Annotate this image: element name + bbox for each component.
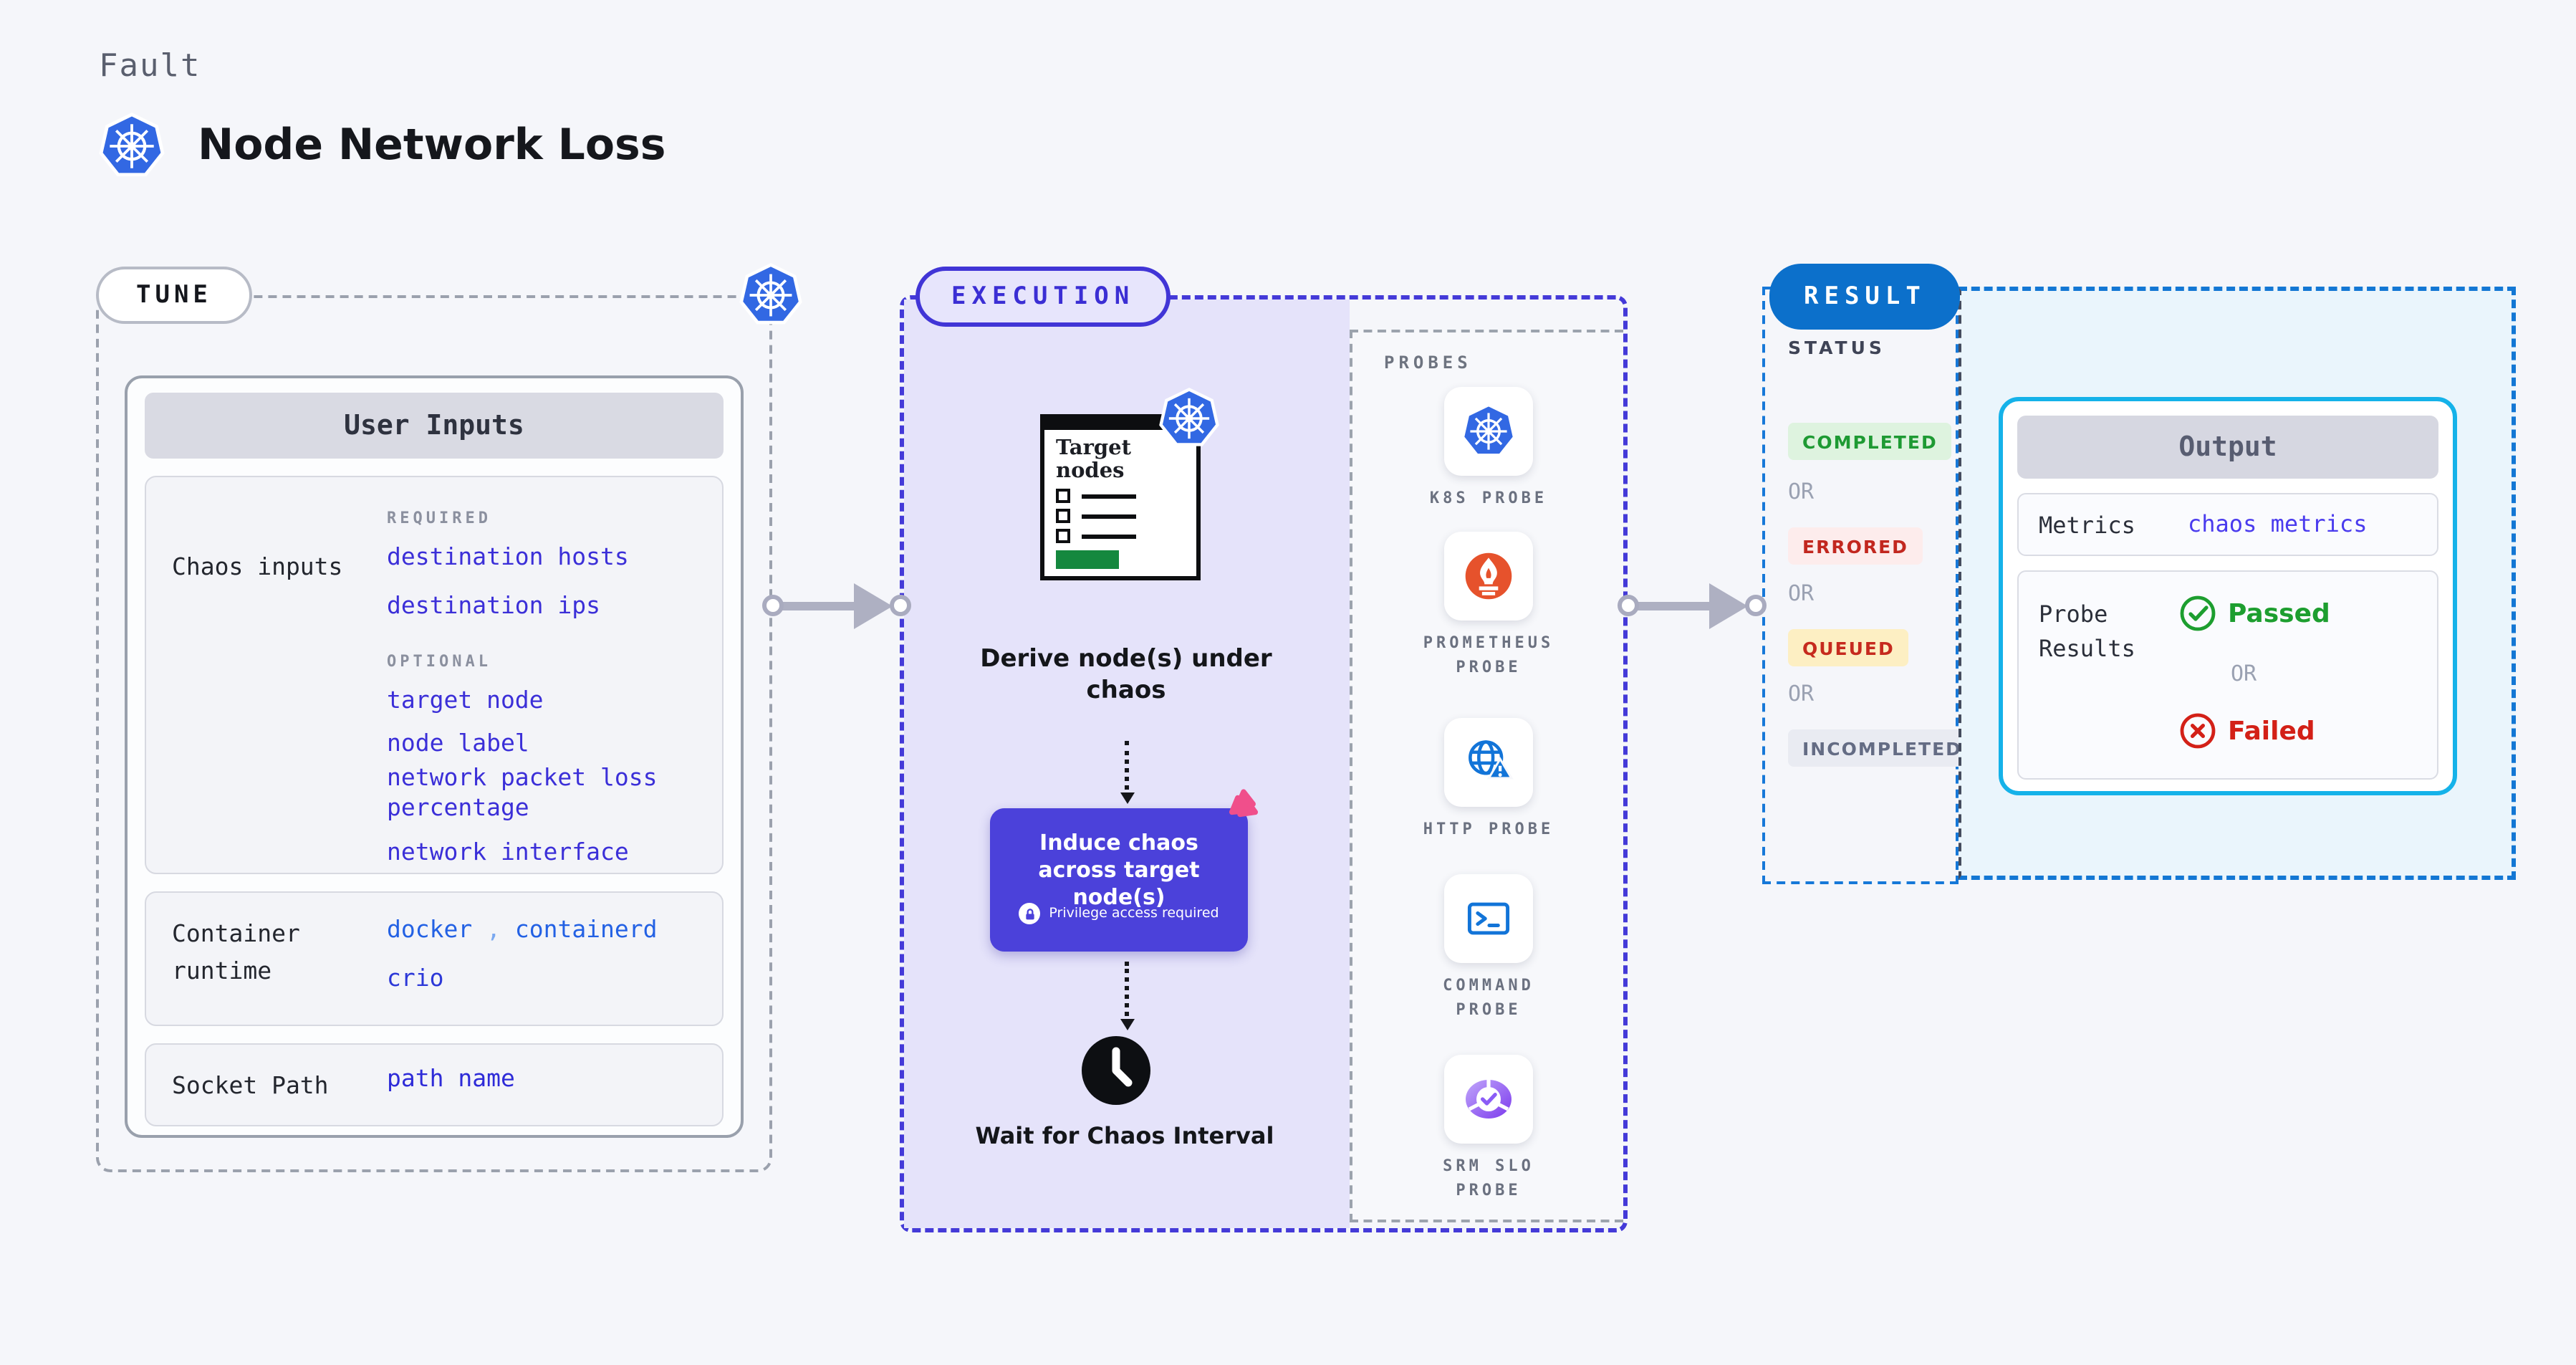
probes-panel: PROBES K8S PROBE PROMETHEUS PROBE bbox=[1350, 330, 1623, 1222]
kubernetes-icon bbox=[97, 112, 166, 181]
prometheus-probe-card[interactable] bbox=[1444, 532, 1533, 621]
or-label: OR bbox=[1788, 681, 1815, 707]
x-circle-icon bbox=[2180, 713, 2216, 749]
checkbox-icon bbox=[1056, 489, 1070, 504]
connector-dot bbox=[1745, 595, 1767, 616]
runtime-link-crio[interactable]: crio bbox=[387, 964, 444, 992]
list-line bbox=[1082, 514, 1136, 519]
list-line bbox=[1082, 535, 1136, 539]
derive-nodes-text: Derive node(s) under chaos bbox=[980, 645, 1272, 706]
probe-label: PROMETHEUS PROBE bbox=[1423, 633, 1554, 676]
input-link-destination-hosts[interactable]: destination hosts bbox=[387, 543, 629, 570]
probes-title: PROBES bbox=[1384, 353, 1472, 373]
target-nodes-graphic: Target nodes bbox=[1040, 414, 1201, 580]
or-label: OR bbox=[2231, 661, 2257, 686]
check-circle-icon bbox=[2180, 595, 2216, 631]
command-probe-icon bbox=[1467, 902, 1510, 935]
arrow-head-icon bbox=[1709, 583, 1748, 629]
kubernetes-icon bbox=[738, 262, 804, 328]
lock-icon bbox=[1019, 903, 1041, 924]
chaos-inputs-row: Chaos inputs REQUIRED destination hosts … bbox=[145, 476, 724, 874]
probe-label: K8S PROBE bbox=[1429, 489, 1548, 507]
target-nodes-title: Target nodes bbox=[1056, 436, 1131, 484]
arrow-line bbox=[781, 602, 861, 610]
page-title: Node Network Loss bbox=[198, 120, 666, 171]
arrow-line bbox=[1636, 602, 1716, 610]
runtime-link-docker[interactable]: docker bbox=[387, 916, 473, 943]
chaos-metrics-link[interactable]: chaos metrics bbox=[2188, 510, 2368, 537]
result-output-panel: Output Metrics chaos metrics Probe Resul… bbox=[1959, 287, 2516, 880]
kubernetes-probe-icon bbox=[1461, 403, 1516, 457]
probe-label: SRM SLO PROBE bbox=[1443, 1156, 1534, 1199]
list-line bbox=[1082, 494, 1136, 499]
checkbox-icon bbox=[1056, 509, 1070, 524]
container-runtime-label: Container runtime bbox=[172, 920, 300, 985]
probe-label: HTTP PROBE bbox=[1423, 820, 1554, 838]
input-link-node-label[interactable]: node label bbox=[387, 729, 529, 757]
srm-slo-probe-icon bbox=[1466, 1078, 1512, 1119]
clock-icon bbox=[1082, 1036, 1150, 1105]
chaos-inputs-label: Chaos inputs bbox=[172, 553, 343, 580]
probe-results-label: Probe Results bbox=[2039, 600, 2135, 662]
socket-path-link[interactable]: path name bbox=[387, 1065, 515, 1092]
user-inputs-title: User Inputs bbox=[145, 393, 724, 459]
status-badge-completed: COMPLETED bbox=[1788, 423, 1952, 460]
litmus-chaos-icon bbox=[1229, 789, 1259, 818]
connector-dot bbox=[890, 595, 911, 616]
k8s-probe-card[interactable] bbox=[1444, 387, 1533, 476]
execution-badge: EXECUTION bbox=[915, 267, 1171, 327]
execution-panel: Target nodes Derive node(s) under chaos … bbox=[900, 295, 1628, 1232]
status-badge-errored: ERRORED bbox=[1788, 527, 1923, 565]
or-label: OR bbox=[1788, 479, 1815, 504]
induce-chaos-box: Induce chaos across target node(s) Privi… bbox=[990, 808, 1248, 952]
runtime-link-containerd[interactable]: containerd bbox=[514, 916, 658, 943]
required-label: REQUIRED bbox=[387, 509, 491, 527]
fault-eyebrow: Fault bbox=[99, 49, 201, 85]
metrics-row: Metrics chaos metrics bbox=[2017, 493, 2438, 556]
kubernetes-icon bbox=[1158, 387, 1221, 450]
http-probe-icon bbox=[1469, 740, 1514, 780]
wait-chaos-interval-text: Wait for Chaos Interval bbox=[975, 1122, 1274, 1149]
input-link-target-node[interactable]: target node bbox=[387, 686, 544, 714]
status-badge-queued: QUEUED bbox=[1788, 629, 1909, 666]
http-probe-card[interactable] bbox=[1444, 718, 1533, 807]
output-title: Output bbox=[2017, 416, 2438, 479]
container-runtime-row: Container runtime docker , containerd cr… bbox=[145, 891, 724, 1026]
input-link-network-packet-loss-percentage[interactable]: network packet loss percentage bbox=[387, 764, 658, 821]
command-probe-card[interactable] bbox=[1444, 874, 1533, 963]
flow-connector bbox=[1120, 962, 1134, 1030]
user-inputs-card: User Inputs Chaos inputs REQUIRED destin… bbox=[125, 375, 744, 1138]
status-panel: STATUS COMPLETED OR ERRORED OR QUEUED OR… bbox=[1762, 287, 1976, 884]
result-badge: RESULT bbox=[1769, 264, 1961, 330]
connector-dot bbox=[762, 595, 784, 616]
failed-label: Failed bbox=[2228, 716, 2315, 746]
arrow-head-icon bbox=[854, 583, 893, 629]
socket-path-row: Socket Path path name bbox=[145, 1043, 724, 1126]
connector-dot bbox=[1618, 595, 1639, 616]
metrics-label: Metrics bbox=[2039, 512, 2135, 539]
checkbox-icon bbox=[1056, 529, 1070, 544]
passed-label: Passed bbox=[2228, 598, 2330, 628]
runtime-comma: , bbox=[486, 916, 501, 943]
probe-label: COMMAND PROBE bbox=[1443, 976, 1534, 1018]
prometheus-probe-icon bbox=[1465, 552, 1512, 600]
output-box: Output Metrics chaos metrics Probe Resul… bbox=[1999, 397, 2457, 795]
socket-path-label: Socket Path bbox=[172, 1072, 329, 1099]
progress-bar bbox=[1056, 550, 1119, 570]
tune-badge: TUNE bbox=[96, 267, 252, 324]
input-link-destination-ips[interactable]: destination ips bbox=[387, 592, 601, 619]
input-link-network-interface[interactable]: network interface bbox=[387, 838, 629, 866]
tune-panel bbox=[96, 295, 772, 1172]
optional-label: OPTIONAL bbox=[387, 652, 491, 671]
flow-connector bbox=[1120, 741, 1134, 804]
probe-results-row: Probe Results Passed OR Failed bbox=[2017, 570, 2438, 780]
status-badge-incompleted: INCOMPLETED bbox=[1788, 729, 1976, 767]
or-label: OR bbox=[1788, 580, 1815, 606]
induce-chaos-text: Induce chaos across target node(s) bbox=[1038, 830, 1200, 909]
privilege-access-text: Privilege access required bbox=[1049, 906, 1219, 921]
srm-slo-probe-card[interactable] bbox=[1444, 1055, 1533, 1144]
status-title: STATUS bbox=[1788, 337, 1885, 358]
